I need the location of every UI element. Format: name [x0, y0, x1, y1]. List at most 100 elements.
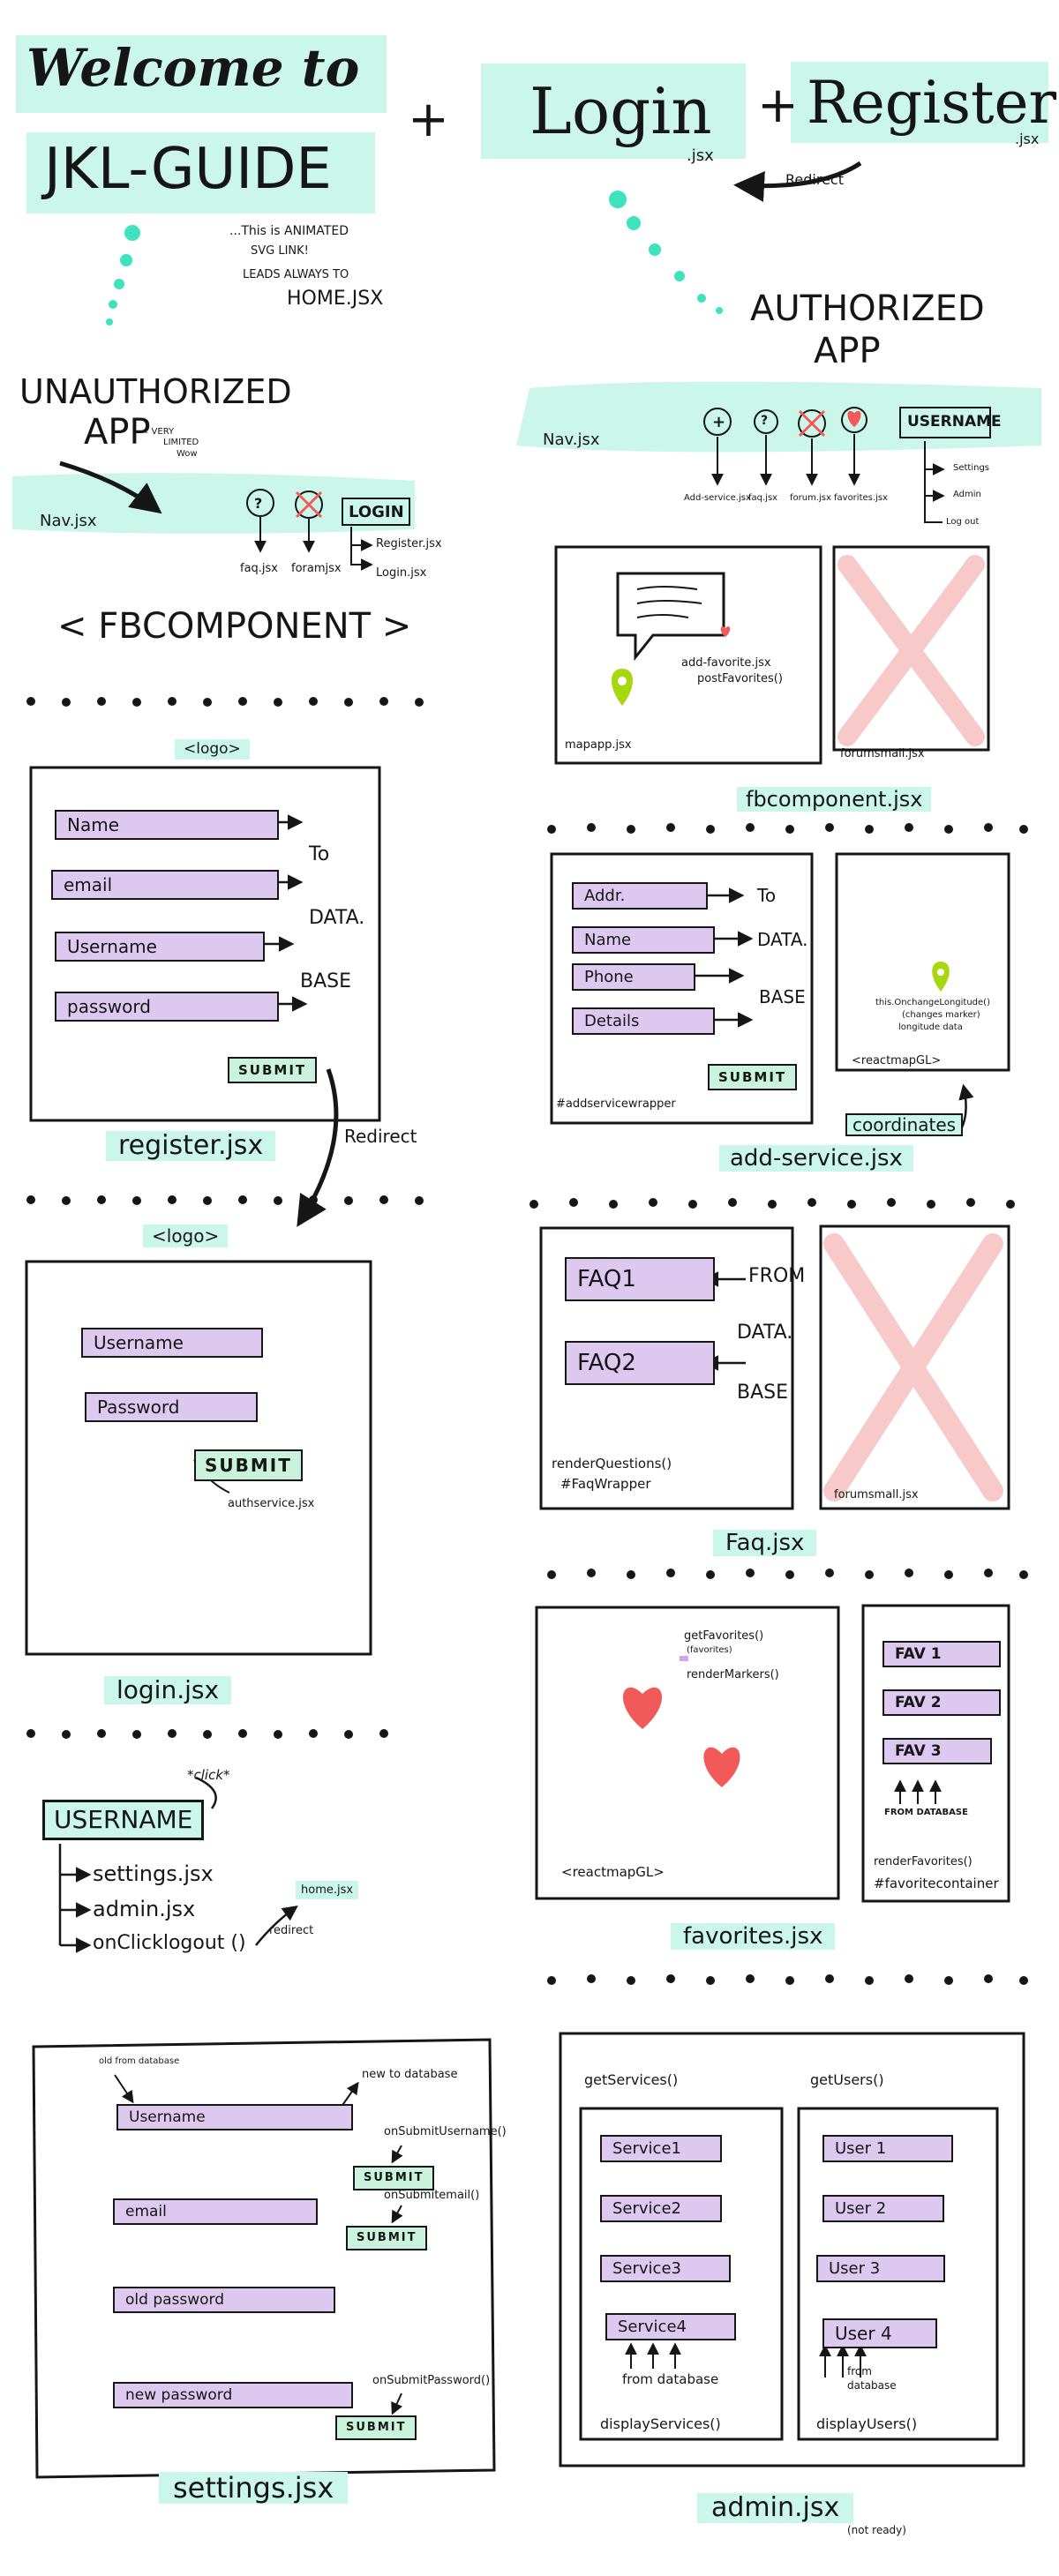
- add-service-submit-button[interactable]: SUBMIT: [708, 1064, 798, 1090]
- register-username-field[interactable]: Username: [55, 932, 265, 962]
- fav-item-3[interactable]: FAV 3: [882, 1738, 992, 1765]
- user-item-3[interactable]: User 3: [816, 2255, 945, 2283]
- service-item-2[interactable]: Service2: [600, 2195, 722, 2223]
- forumsmall-cross-2: [823, 1233, 1003, 1501]
- add-service-icon[interactable]: +: [712, 413, 726, 431]
- nav-faq[interactable]: faq.jsx: [748, 493, 778, 503]
- fav-item-2[interactable]: FAV 2: [882, 1689, 1001, 1717]
- home-link[interactable]: home.jsx: [296, 1881, 359, 1899]
- add-service-phone-field[interactable]: Phone: [572, 963, 695, 992]
- service-item-3[interactable]: Service3: [600, 2255, 731, 2283]
- limited-note-1: = VERY: [141, 427, 175, 437]
- register-name-field[interactable]: Name: [55, 810, 279, 840]
- to-register-link[interactable]: Register.jsx: [376, 537, 442, 550]
- fav-item-1[interactable]: FAV 1: [882, 1641, 1001, 1668]
- faq-from: FROM: [748, 1265, 806, 1287]
- username-button[interactable]: USERNAME: [42, 1800, 205, 1840]
- render-favorites-label: renderFavorites(): [874, 1855, 973, 1868]
- nav-favorites[interactable]: favorites.jsx: [834, 493, 888, 503]
- anim-note-3: LEADS ALWAYS TO: [243, 268, 349, 281]
- service-item-1[interactable]: Service1: [600, 2135, 722, 2163]
- admin-link[interactable]: admin.jsx: [93, 1897, 196, 1921]
- plus-sign: +: [408, 91, 449, 148]
- unauthorized-title: UNAUTHORIZED: [19, 372, 292, 411]
- forumsmall-cross-1: [837, 555, 985, 746]
- submit-username-button[interactable]: SUBMIT: [353, 2166, 435, 2190]
- faq-item-2[interactable]: FAQ2: [565, 1341, 715, 1385]
- map-note-3: longitude data: [898, 1022, 963, 1032]
- fbcomponent-file-label: fbcomponent.jsx: [737, 787, 932, 812]
- register-submit-button[interactable]: SUBMIT: [228, 1057, 318, 1083]
- unauth-faq-link[interactable]: faq.jsx: [240, 562, 279, 575]
- register-logo: <logo>: [175, 739, 250, 760]
- submit-password-button[interactable]: SUBMIT: [335, 2415, 417, 2440]
- settings-file-label: settings.jsx: [159, 2472, 349, 2504]
- limited-note-2: LIMITED: [163, 438, 199, 447]
- services-from-db: from database: [622, 2371, 719, 2387]
- click-note: *click*: [187, 1767, 230, 1783]
- menu-logout[interactable]: Log out: [946, 517, 980, 527]
- forumsmall-label-2: forumsmall.jsx: [834, 1488, 919, 1501]
- anim-note-4: HOME.JSX: [287, 288, 384, 310]
- faq-wrapper-label: #FaqWrapper: [560, 1476, 651, 1492]
- new-to-db-note: new to database: [362, 2068, 458, 2081]
- faq-item-1[interactable]: FAQ1: [565, 1257, 715, 1301]
- username-nav-button[interactable]: USERNAME: [907, 413, 1002, 431]
- to-login-link[interactable]: Login.jsx: [376, 566, 427, 580]
- login-logo: <logo>: [143, 1224, 229, 1247]
- help-icon[interactable]: ?: [254, 495, 263, 512]
- old-from-db-note: old from database: [99, 2056, 180, 2066]
- get-services-label: getServices(): [584, 2071, 679, 2088]
- register-password-field[interactable]: password: [55, 992, 279, 1022]
- users-from: from: [847, 2365, 872, 2378]
- faq-icon[interactable]: ?: [761, 414, 769, 428]
- user-item-1[interactable]: User 1: [822, 2135, 953, 2163]
- dot-separators: [26, 697, 1028, 1985]
- user-item-4[interactable]: User 4: [822, 2318, 937, 2348]
- login-file-label: login.jsx: [104, 1676, 232, 1704]
- add-service-name-field[interactable]: Name: [572, 926, 715, 955]
- menu-admin[interactable]: Admin: [953, 490, 981, 499]
- settings-link[interactable]: settings.jsx: [93, 1861, 214, 1886]
- submit-email-button[interactable]: SUBMIT: [346, 2226, 428, 2250]
- settings-username-field[interactable]: Username: [116, 2104, 353, 2131]
- mapapp-label: mapapp.jsx: [565, 738, 632, 752]
- login-username-field[interactable]: Username: [81, 1328, 263, 1358]
- add-service-wrapper-label: #addservicewrapper: [556, 1097, 676, 1111]
- favorite-container-label: #favoritecontainer: [874, 1876, 999, 1891]
- nav-forum[interactable]: forum.jsx: [790, 493, 831, 503]
- nav-add-service[interactable]: Add-service.jsx: [684, 493, 751, 503]
- settings-new-password-field[interactable]: new password: [113, 2382, 353, 2409]
- logout-link[interactable]: onClicklogout (): [93, 1932, 246, 1954]
- unauth-forum-link[interactable]: foramjsx: [291, 562, 342, 575]
- add-service-addr-field[interactable]: Addr.: [572, 882, 708, 910]
- settings-email-field[interactable]: email: [113, 2198, 318, 2226]
- login-nav-button[interactable]: LOGIN: [349, 503, 404, 521]
- map-note-2: (changes marker): [902, 1010, 980, 1020]
- add-favorite-label: add-favorite.jsx: [681, 656, 771, 670]
- anim-note-1: ...This is ANIMATED: [229, 224, 349, 238]
- register-email-field[interactable]: email: [51, 870, 279, 900]
- admin-file-label: admin.jsx: [697, 2493, 854, 2523]
- on-submit-username: onSubmitUsername(): [384, 2125, 507, 2138]
- add-service-details-field[interactable]: Details: [572, 1007, 715, 1036]
- add-service-data: DATA.: [757, 929, 808, 950]
- welcome-title: Welcome to: [26, 38, 360, 98]
- user-item-2[interactable]: User 2: [822, 2195, 944, 2223]
- on-submit-email: onSubmitemail(): [384, 2189, 480, 2202]
- display-services-label: displayServices(): [600, 2415, 721, 2432]
- register-data: DATA.: [309, 907, 365, 929]
- brand-title[interactable]: JKL-GUIDE: [44, 137, 332, 202]
- unauthorized-app: APP: [84, 412, 151, 453]
- favorites-from-db: FROM DATABASE: [884, 1808, 968, 1817]
- menu-settings[interactable]: Settings: [953, 463, 990, 473]
- add-service-base: BASE: [759, 986, 806, 1007]
- forumsmall-label-1: forumsmall.jsx: [840, 747, 925, 760]
- login-submit-button[interactable]: SUBMIT: [194, 1449, 303, 1481]
- unauth-nav-label: Nav.jsx: [40, 512, 97, 530]
- limited-note-3: Wow: [176, 449, 198, 459]
- login-password-field[interactable]: Password: [85, 1392, 258, 1422]
- settings-old-password-field[interactable]: old password: [113, 2287, 335, 2314]
- service-item-4[interactable]: Service4: [605, 2313, 736, 2341]
- register-title: Register: [807, 69, 1057, 137]
